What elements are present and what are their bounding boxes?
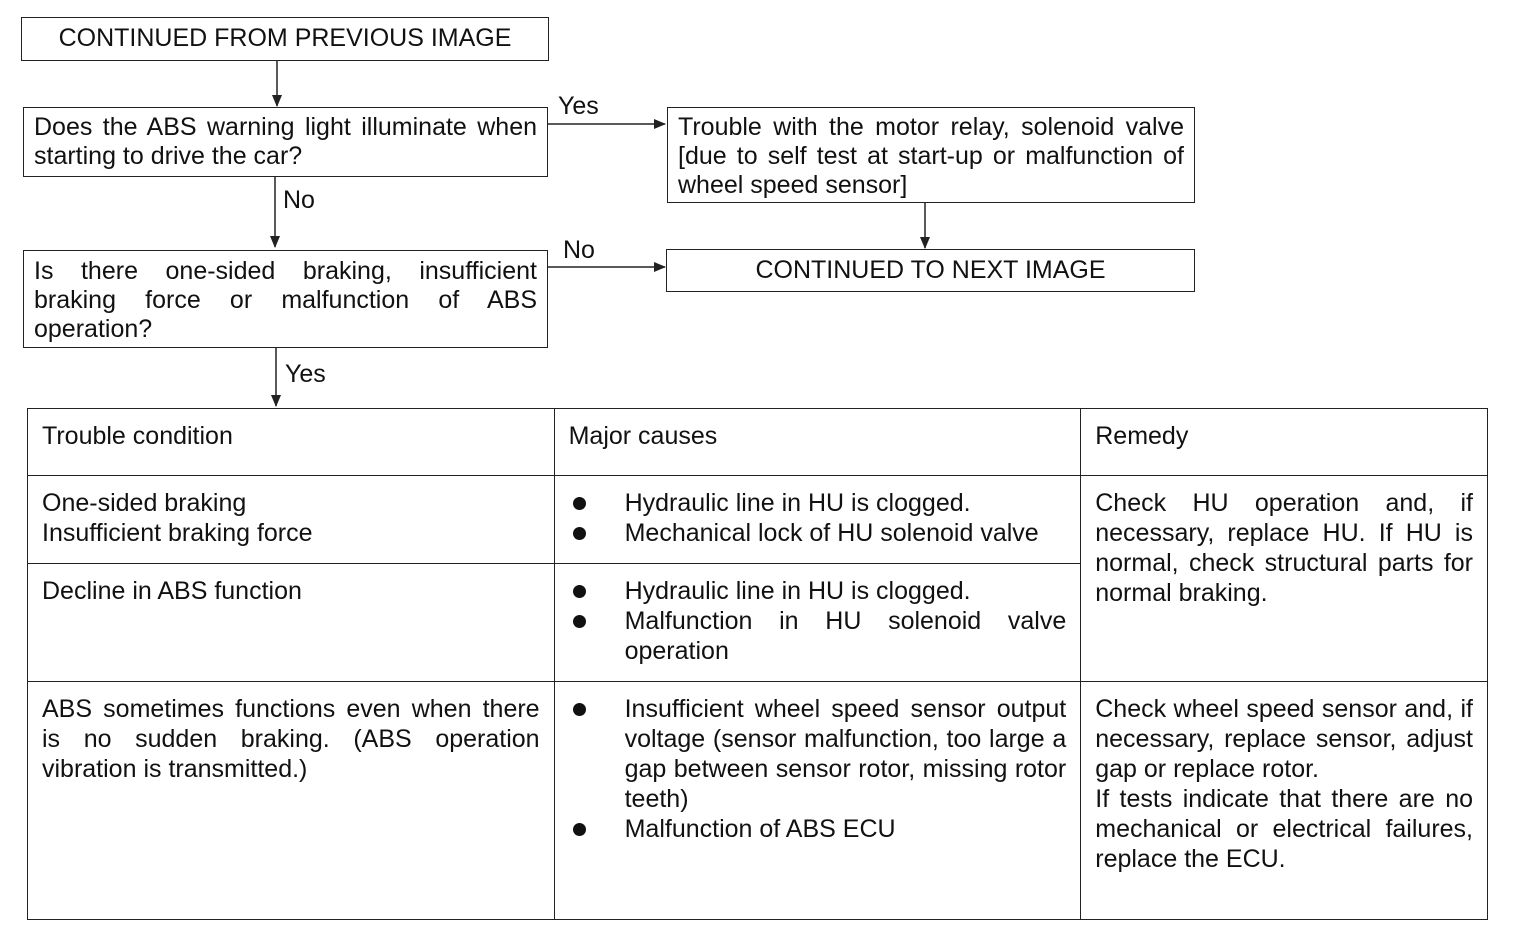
table-row: Decline in ABS function Hydraulic line i…	[27, 563, 1488, 682]
causes-cell: Insufficient wheel speed sensor output v…	[553, 681, 1082, 920]
bullet-icon	[572, 585, 586, 598]
remedy-text: Check HU operation and, if necessary, re…	[1095, 489, 1473, 607]
result-motor-relay-text: Trouble with the motor relay, solenoid v…	[678, 113, 1184, 199]
table-row: One-sided braking Insufficient braking f…	[27, 475, 1488, 682]
bullet-icon	[572, 823, 586, 836]
condition-line: One-sided braking	[42, 489, 247, 517]
cause-item: Insufficient wheel speed sensor output v…	[569, 694, 1066, 814]
remedy-cell: Check HU operation and, if necessary, re…	[1080, 475, 1488, 682]
remedy-text: Check wheel speed sensor and, if necessa…	[1095, 695, 1473, 783]
cause-item: Malfunction of ABS ECU	[569, 814, 1067, 844]
result-motor-relay: Trouble with the motor relay, solenoid v…	[667, 107, 1195, 203]
condition-cell: Decline in ABS function	[27, 563, 555, 682]
yes-label-1: Yes	[558, 92, 599, 120]
condition-line: Decline in ABS function	[42, 577, 302, 605]
bullet-icon	[572, 615, 586, 628]
cause-item: Hydraulic line in HU is clogged.	[569, 488, 1067, 518]
bullet-icon	[572, 497, 586, 510]
remedy-cell: Check wheel speed sensor and, if necessa…	[1080, 681, 1488, 920]
continued-to-label: CONTINUED TO NEXT IMAGE	[755, 256, 1106, 284]
cause-item: Hydraulic line in HU is clogged.	[569, 576, 1067, 606]
continued-from-box: CONTINUED FROM PREVIOUS IMAGE	[21, 17, 549, 61]
bullet-icon	[572, 527, 586, 540]
question-warning-light: Does the ABS warning light illuminate wh…	[23, 107, 548, 177]
continued-to-box: CONTINUED TO NEXT IMAGE	[666, 249, 1195, 292]
question-braking-text: Is there one-sided braking, insufficient…	[34, 257, 537, 343]
remedy-text-2: If tests indicate that there are no mech…	[1095, 785, 1473, 873]
header-trouble-condition: Trouble condition	[27, 408, 555, 476]
condition-line: ABS sometimes functions even when there …	[42, 695, 540, 783]
no-label-2: No	[563, 236, 595, 264]
cause-item: Malfunction in HU solenoid valve operati…	[569, 606, 1066, 666]
yes-label-2: Yes	[285, 360, 326, 388]
causes-cell: Hydraulic line in HU is clogged. Mechani…	[553, 475, 1082, 564]
causes-cell: Hydraulic line in HU is clogged. Malfunc…	[553, 563, 1082, 682]
question-braking: Is there one-sided braking, insufficient…	[23, 250, 548, 348]
question-warning-light-text: Does the ABS warning light illuminate wh…	[34, 113, 537, 170]
table-header-row: Trouble condition Major causes Remedy	[27, 408, 1488, 476]
cause-item: Mechanical lock of HU solenoid valve	[569, 518, 1067, 548]
condition-cell: One-sided braking Insufficient braking f…	[27, 475, 555, 564]
continued-from-label: CONTINUED FROM PREVIOUS IMAGE	[58, 24, 512, 52]
header-remedy: Remedy	[1080, 408, 1488, 476]
trouble-table: Trouble condition Major causes Remedy On…	[27, 408, 1488, 920]
bullet-icon	[572, 703, 586, 716]
table-row: ABS sometimes functions even when there …	[27, 681, 1488, 920]
condition-cell: ABS sometimes functions even when there …	[27, 681, 555, 920]
condition-line: Insufficient braking force	[42, 519, 313, 547]
no-label-1: No	[283, 186, 315, 214]
header-major-causes: Major causes	[553, 408, 1082, 476]
